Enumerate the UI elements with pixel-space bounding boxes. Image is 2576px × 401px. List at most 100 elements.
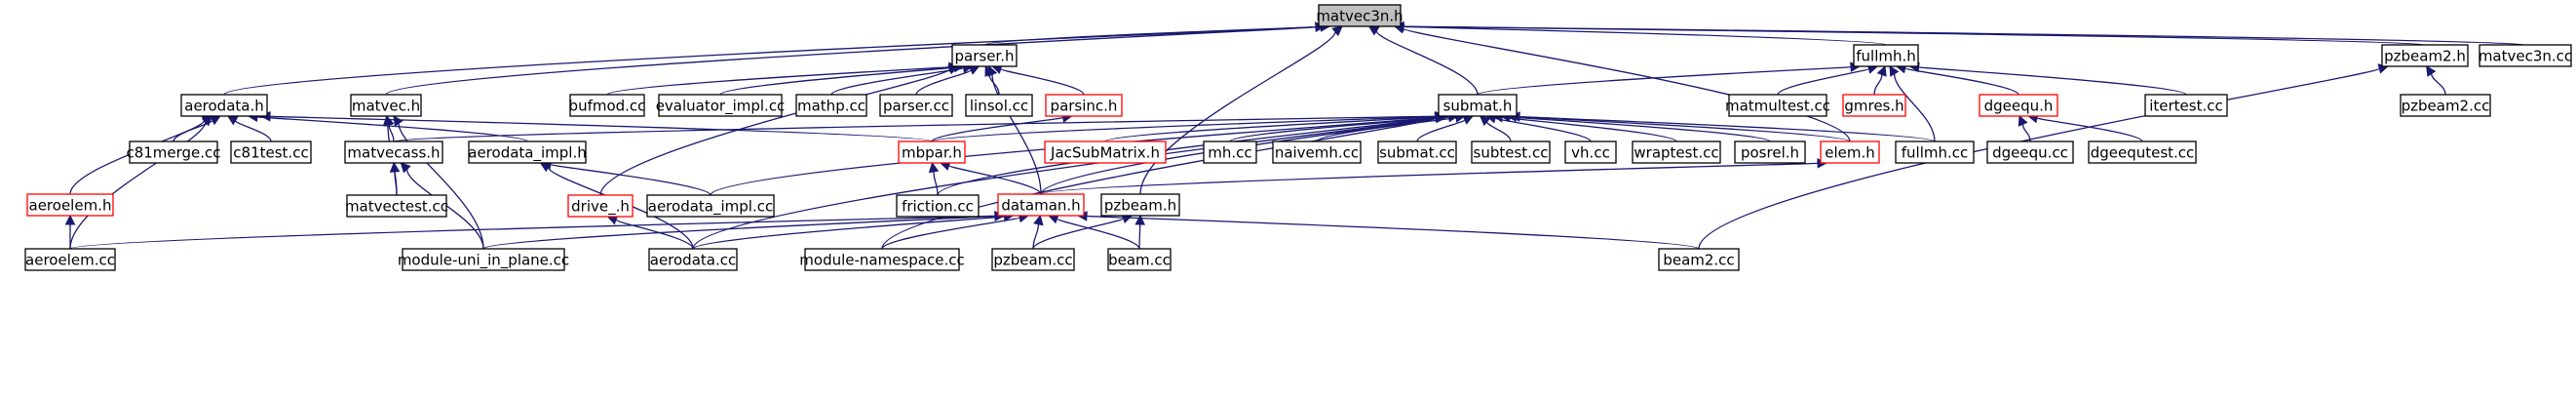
node-aerodata-impl-cc[interactable]: aerodata_impl.cc	[646, 194, 775, 218]
node-label: mbpar.h	[902, 144, 962, 162]
node-label: beam2.cc	[1663, 252, 1734, 269]
node-box	[567, 194, 634, 218]
edge-naivemh_cc-to-submat_h	[1316, 116, 1457, 142]
node-label: naivemh.cc	[1275, 144, 1359, 162]
node-matvec-h[interactable]: matvec.h	[350, 94, 422, 117]
node-evaluator-impl-cc[interactable]: evaluator_impl.cc	[656, 94, 786, 117]
arrowhead-submat_cc-to-submat_h	[1462, 115, 1475, 125]
edge-pzbeam2_h-to-matvec3n_h	[1403, 25, 2426, 46]
edge-evaluator_impl_cc-to-parser_h	[719, 66, 956, 96]
node-box	[346, 194, 447, 218]
node-vh-cc[interactable]: vh.cc	[1564, 140, 1617, 164]
node-label: beam.cc	[1108, 252, 1171, 269]
node-box	[2144, 94, 2228, 117]
node-label: module-uni_in_plane.cc	[398, 252, 569, 270]
node-pzbeam-h[interactable]: pzbeam.h	[1100, 193, 1180, 217]
node-pzbeam-cc[interactable]: pzbeam.cc	[991, 248, 1075, 271]
arrowhead-module_uni_in_plane_cc-to-matvec_h	[393, 115, 404, 127]
node-fullmh-h[interactable]: fullmh.h	[1853, 44, 1919, 67]
node-aerodata-h[interactable]: aerodata.h	[180, 94, 268, 117]
node-mh-cc[interactable]: mh.cc	[1203, 140, 1257, 164]
node-label: mathp.cc	[797, 98, 865, 115]
node-aeroelem-h[interactable]: aeroelem.h	[26, 193, 114, 217]
node-box	[896, 194, 980, 218]
node-naivemh-cc[interactable]: naivemh.cc	[1272, 140, 1362, 164]
node-matvecass-h[interactable]: matvecass.h	[344, 140, 443, 164]
node-label: vh.cc	[1571, 144, 1610, 162]
arrowhead-aerodata_cc-to-aerodata_impl_h	[539, 162, 552, 173]
node-module-namespace-cc[interactable]: module-namespace.cc	[799, 248, 965, 271]
node-beam-cc[interactable]: beam.cc	[1107, 248, 1172, 271]
node-box	[129, 140, 218, 164]
node-pzbeam2-cc[interactable]: pzbeam2.cc	[2400, 94, 2491, 117]
node-dgeequ-h[interactable]: dgeequ.h	[1979, 94, 2058, 117]
arrowhead-matvectest_cc-to-matvec_h	[382, 114, 394, 127]
edge-pzbeam_cc-to-dataman_h	[1032, 223, 1040, 250]
node-matvectest-cc[interactable]: matvectest.cc	[345, 194, 448, 218]
node-drive--h[interactable]: drive_.h	[567, 194, 634, 218]
arrowhead-parser_cc-to-parser_h	[968, 65, 980, 75]
node-parser-h[interactable]: parser.h	[951, 44, 1018, 67]
node-aerodata-cc[interactable]: aerodata.cc	[648, 248, 738, 271]
node-beam2-cc[interactable]: beam2.cc	[1658, 248, 1740, 271]
edge-dgeequ_cc-to-dgeequ_h	[2021, 124, 2031, 142]
node-parser-cc[interactable]: parser.cc	[879, 94, 953, 117]
node-c81test-cc[interactable]: c81test.cc	[230, 140, 312, 164]
node-linsol-cc[interactable]: linsol.cc	[965, 94, 1033, 117]
node-subtest-cc[interactable]: subtest.cc	[1471, 140, 1551, 164]
edge-bufmod_cc-to-parser_h	[606, 66, 950, 96]
node-submat-cc[interactable]: submat.cc	[1377, 140, 1457, 164]
node-box	[26, 193, 114, 217]
edge-dataman_h-to-mbpar_h	[947, 165, 1042, 195]
node-box	[1471, 140, 1551, 164]
node-friction-cc[interactable]: friction.cc	[896, 194, 980, 218]
arrowhead-aeroelem_cc-to-aerodata_h	[201, 115, 213, 127]
node-dataman-h[interactable]: dataman.h	[997, 193, 1085, 217]
node-matvec3n-cc[interactable]: matvec3n.cc	[2479, 44, 2572, 67]
node-posrel-h[interactable]: posrel.h	[1734, 140, 1806, 164]
node-elem-h[interactable]: elem.h	[1820, 140, 1880, 164]
arrowhead-beam_cc-to-pzbeam_h	[1134, 214, 1145, 225]
node-parsinc-h[interactable]: parsinc.h	[1045, 94, 1123, 117]
node-c81merge-cc[interactable]: c81merge.cc	[126, 140, 221, 164]
node-dgeequ-cc[interactable]: dgeequ.cc	[1986, 140, 2074, 164]
node-box	[965, 94, 1033, 117]
edge-matvec3n_cc-to-matvec3n_h	[1403, 25, 2526, 46]
node-matmultest-cc[interactable]: matmultest.cc	[1725, 94, 1830, 117]
node-label: c81merge.cc	[126, 144, 220, 162]
edge-beam2_cc-to-dataman_h	[1086, 215, 1700, 250]
node-box	[1632, 140, 1721, 164]
node-gmres-h[interactable]: gmres.h	[1842, 94, 1906, 117]
node-label: dgeequtest.cc	[2091, 144, 2195, 162]
node-fullmh-cc[interactable]: fullmh.cc	[1895, 140, 1975, 164]
arrowhead-dgeequ_cc-to-dgeequ_h	[2018, 114, 2028, 127]
node-box	[1658, 248, 1740, 271]
node-label: friction.cc	[902, 198, 974, 216]
arrowhead-friction_cc-to-mbpar_h	[928, 161, 940, 174]
node-label: evaluator_impl.cc	[656, 98, 786, 116]
node-box	[1979, 94, 2058, 117]
node-bufmod-cc[interactable]: bufmod.cc	[569, 94, 646, 117]
node-aerodata-impl-h[interactable]: aerodata_impl.h	[468, 140, 587, 164]
node-wraptest-cc[interactable]: wraptest.cc	[1632, 140, 1721, 164]
edge-dataman_h-to-parser_h	[991, 74, 1042, 195]
node-module-uni-in-plane-cc[interactable]: module-uni_in_plane.cc	[398, 248, 569, 271]
node-box	[898, 140, 966, 164]
node-mathp-cc[interactable]: mathp.cc	[795, 94, 867, 117]
edge-matvectest_cc-to-matvecass_h	[394, 171, 398, 196]
node-label: aerodata.h	[184, 98, 264, 115]
node-pzbeam2-h[interactable]: pzbeam2.h	[2381, 44, 2469, 67]
node-JacSubMatrix-h[interactable]: JacSubMatrix.h	[1044, 140, 1167, 164]
node-submat-h[interactable]: submat.h	[1438, 94, 1518, 117]
node-label: dataman.h	[1001, 197, 1080, 215]
node-aeroelem-cc[interactable]: aeroelem.cc	[24, 248, 116, 271]
node-dgeequtest-cc[interactable]: dgeequtest.cc	[2088, 140, 2197, 164]
node-itertest-cc[interactable]: itertest.cc	[2144, 94, 2228, 117]
node-label: pzbeam2.cc	[2402, 98, 2490, 115]
node-box	[1100, 193, 1180, 217]
edge-JacSubMatrix_h-to-submat_h	[1104, 116, 1441, 142]
node-label: matvec3n.cc	[2479, 48, 2572, 65]
node-label: linsol.cc	[970, 98, 1028, 115]
node-box	[350, 94, 422, 117]
node-mbpar-h[interactable]: mbpar.h	[898, 140, 966, 164]
